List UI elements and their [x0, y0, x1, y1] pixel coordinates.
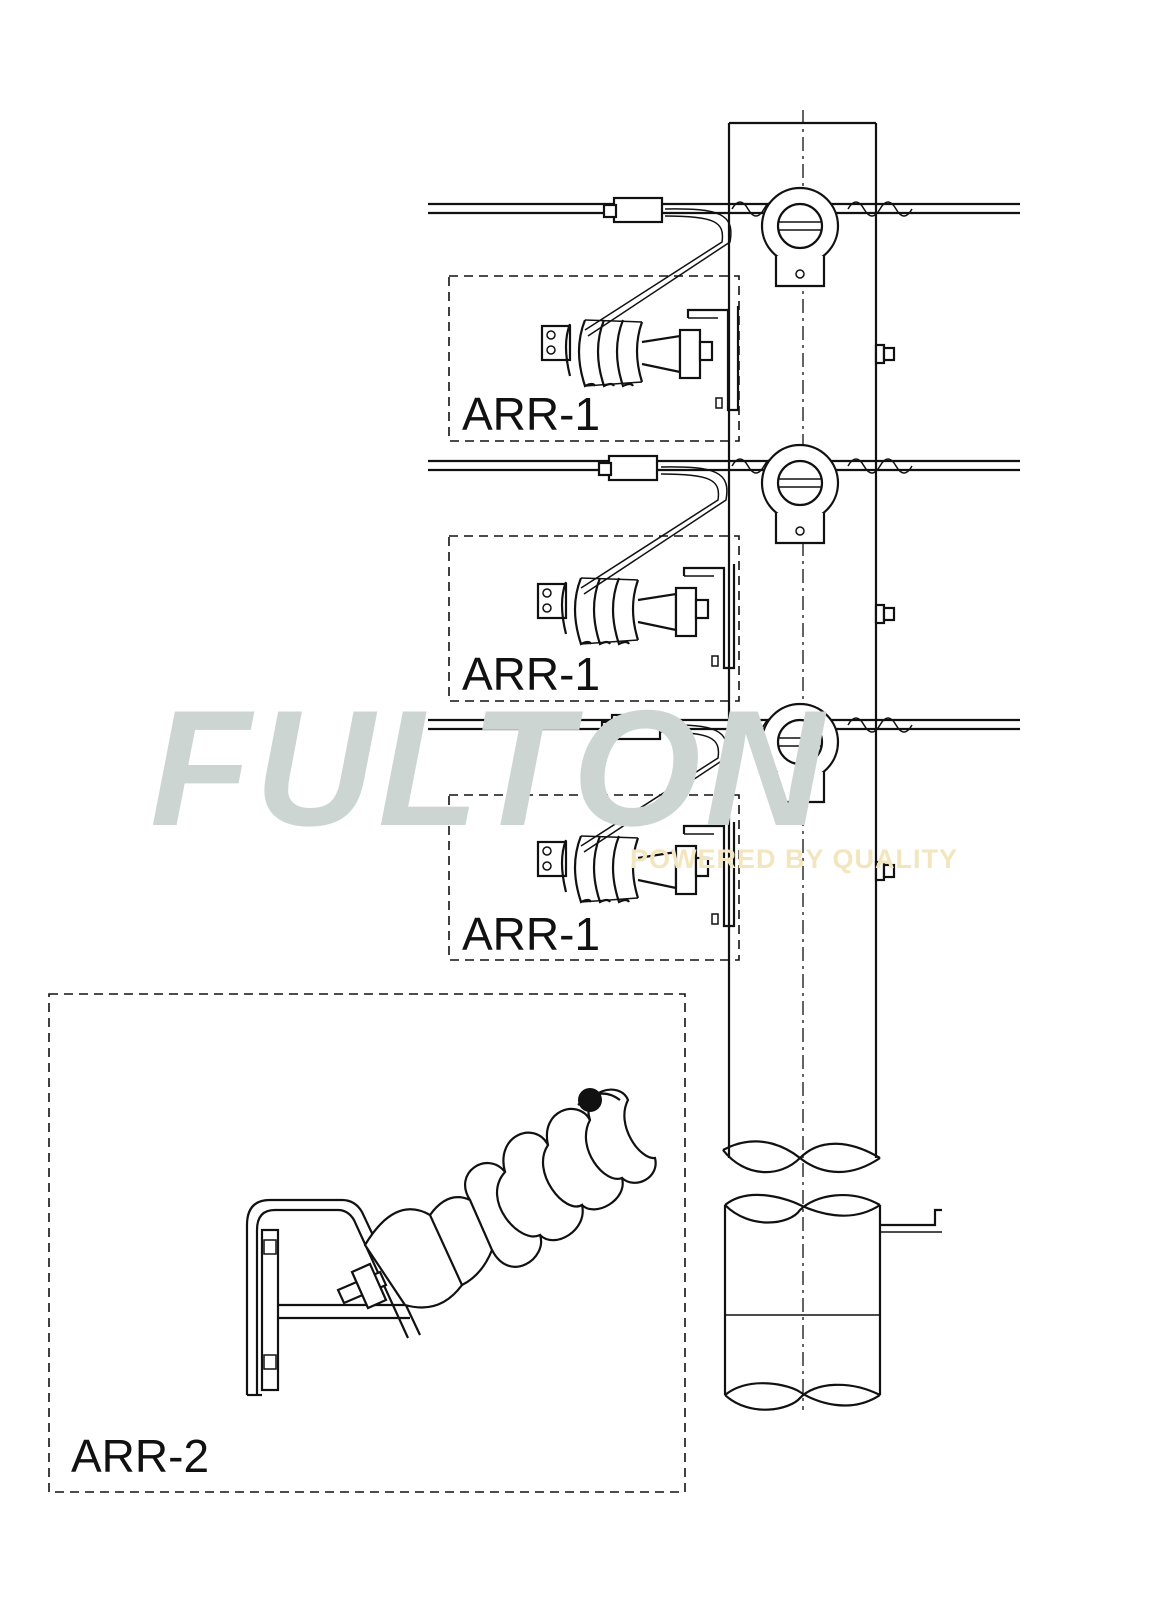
callout-box-2 [448, 535, 740, 702]
arr1-label-3: ARR-1 [462, 908, 600, 960]
connectors [597, 196, 664, 741]
arrester-1 [540, 207, 740, 412]
arr2-label: ARR-2 [71, 1430, 209, 1482]
arrester-2 [536, 465, 736, 670]
watermark-tagline: POWERED BY QUALITY [630, 844, 958, 874]
arrester-detail [245, 1088, 657, 1397]
insulator-1 [760, 186, 840, 288]
conductors [428, 201, 1020, 733]
callout-box-1 [448, 275, 740, 442]
detail-box [48, 993, 686, 1493]
arr1-label-2: ARR-1 [462, 648, 600, 700]
watermark-brand: FULTON [150, 676, 828, 860]
insulator-2 [760, 443, 840, 545]
callout-box-3 [448, 794, 740, 961]
pole [722, 110, 942, 1411]
arr1-label-1: ARR-1 [462, 388, 600, 440]
